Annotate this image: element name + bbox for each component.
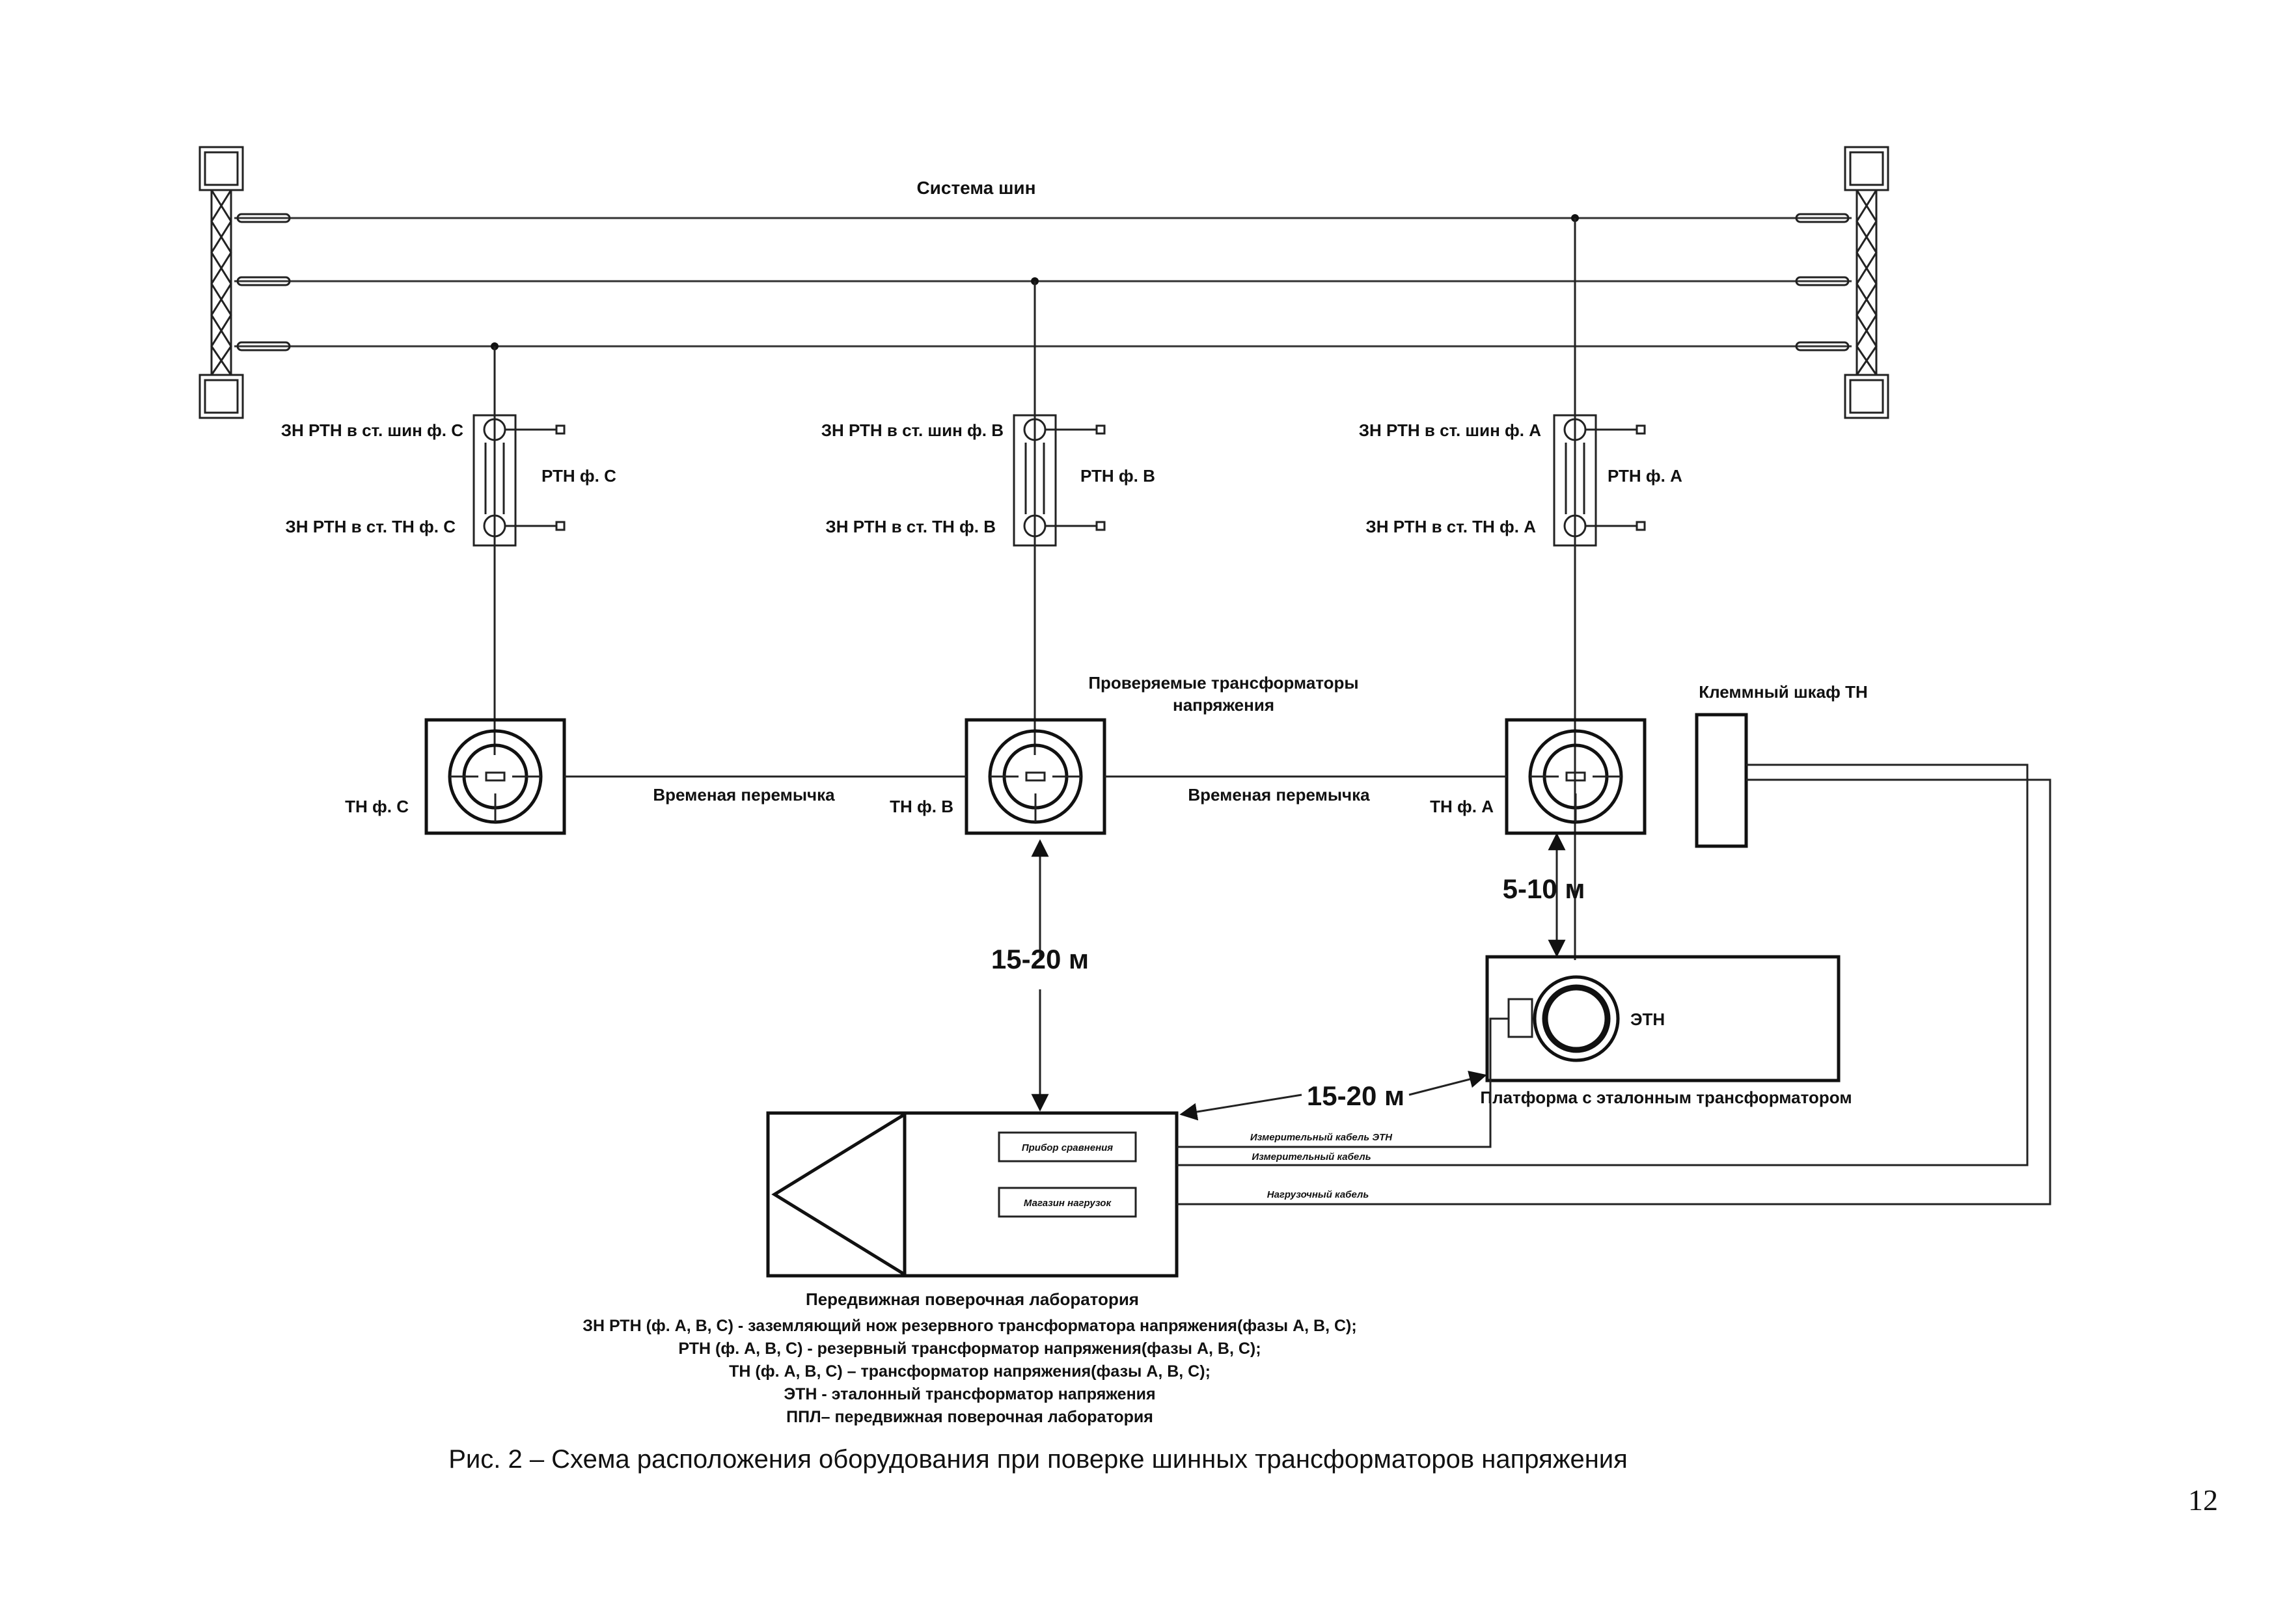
lab-cab-outline [771, 1112, 906, 1276]
legend-line-5: ППЛ– передвижная поверочная лаборатория [786, 1408, 1153, 1426]
bay-phase-c: ЗН РТН в ст. шин ф. С РТН ф. С ЗН РТН в … [281, 346, 616, 835]
dist-lab-platform-label: 15-20 м [1307, 1080, 1404, 1111]
zn-top-a-label: ЗН РТН в ст. шин ф. А [1359, 420, 1542, 440]
platform-terminal [1507, 998, 1533, 1038]
bay-phase-a: ЗН РТН в ст. шин ф. А РТН ф. А ЗН РТН в … [1359, 218, 1682, 960]
terminal-cabinet-label: Клеммный шкаф ТН [1699, 682, 1868, 702]
compare-device-label: Прибор сравнения [1022, 1142, 1113, 1153]
dist-etn-tn-label: 5-10 м [1503, 874, 1585, 904]
dist-lab-tn-label: 15-20 м [991, 944, 1089, 974]
rtn-a-label: РТН ф. А [1608, 466, 1682, 486]
legend-line-3: ТН (ф. А, В, С) – трансформатор напряжен… [729, 1362, 1211, 1381]
etn-measure-cable [1177, 1017, 1509, 1148]
platform-box [1485, 955, 1841, 1082]
bay-phase-b: ЗН РТН в ст. шин ф. В РТН ф. В ЗН РТН в … [821, 281, 1155, 835]
measure-cable-label: Измерительный кабель [1252, 1151, 1371, 1163]
load-store-box [998, 1187, 1137, 1218]
etn-label: ЭТН [1630, 1010, 1665, 1029]
zn-bottom-a-label: ЗН РТН в ст. ТН ф. А [1365, 517, 1536, 536]
rtn-a-unit [1553, 414, 1597, 547]
tn-c-label: ТН ф. С [345, 797, 409, 816]
figure-caption: Рис. 2 – Схема расположения оборудования… [448, 1445, 1628, 1474]
bus-title: Система шин [916, 178, 1035, 198]
rtn-b-label: РТН ф. В [1080, 466, 1155, 486]
platform-label: Платформа с эталонным трансформатором [1480, 1088, 1852, 1107]
tested-tn-label-1: Проверяемые трансформаторы [1088, 673, 1358, 693]
right-portal-tower [1844, 146, 1889, 419]
legend-line-1: ЗН РТН (ф. А, В, С) - заземляющий нож ре… [582, 1317, 1356, 1335]
zn-top-b-label: ЗН РТН в ст. шин ф. В [821, 420, 1004, 440]
legend-line-2: РТН (ф. А, В, С) - резервный трансформат… [678, 1340, 1261, 1358]
mobile-lab-box [766, 1111, 1179, 1278]
mobile-lab-title: Передвижная поверочная лаборатория [806, 1289, 1139, 1309]
zn-bottom-b-label: ЗН РТН в ст. ТН ф. В [825, 517, 996, 536]
rtn-c-label: РТН ф. С [541, 466, 616, 486]
zn-top-c-label: ЗН РТН в ст. шин ф. С [281, 420, 464, 440]
page-number: 12 [2188, 1483, 2218, 1517]
zn-bottom-c-label: ЗН РТН в ст. ТН ф. С [285, 517, 456, 536]
load-cable-label: Нагрузочный кабель [1267, 1189, 1369, 1200]
load-store-label: Магазин нагрузок [1024, 1198, 1112, 1209]
legend-line-4: ЭТН - эталонный трансформатор напряжения [784, 1385, 1155, 1403]
load-cable [1177, 778, 2051, 1205]
terminal-cabinet [1695, 713, 1748, 848]
tn-a-label: ТН ф. А [1430, 797, 1494, 816]
rtn-b-unit [1013, 414, 1057, 547]
bus-system: Система шин [234, 178, 1852, 351]
rtn-c-unit [472, 414, 517, 547]
etn-measure-cable-label: Измерительный кабель ЭТН [1250, 1132, 1393, 1143]
compare-device-box [998, 1131, 1137, 1163]
left-portal-tower [199, 146, 244, 419]
tn-b-label: ТН ф. В [890, 797, 953, 816]
jumper-2-label: Временая перемычка [1188, 785, 1370, 805]
jumper-1-label: Временая перемычка [653, 785, 835, 805]
tested-tn-label-2: напряжения [1173, 695, 1274, 715]
etn-symbol [1542, 984, 1611, 1053]
measure-cable [1177, 764, 2029, 1166]
